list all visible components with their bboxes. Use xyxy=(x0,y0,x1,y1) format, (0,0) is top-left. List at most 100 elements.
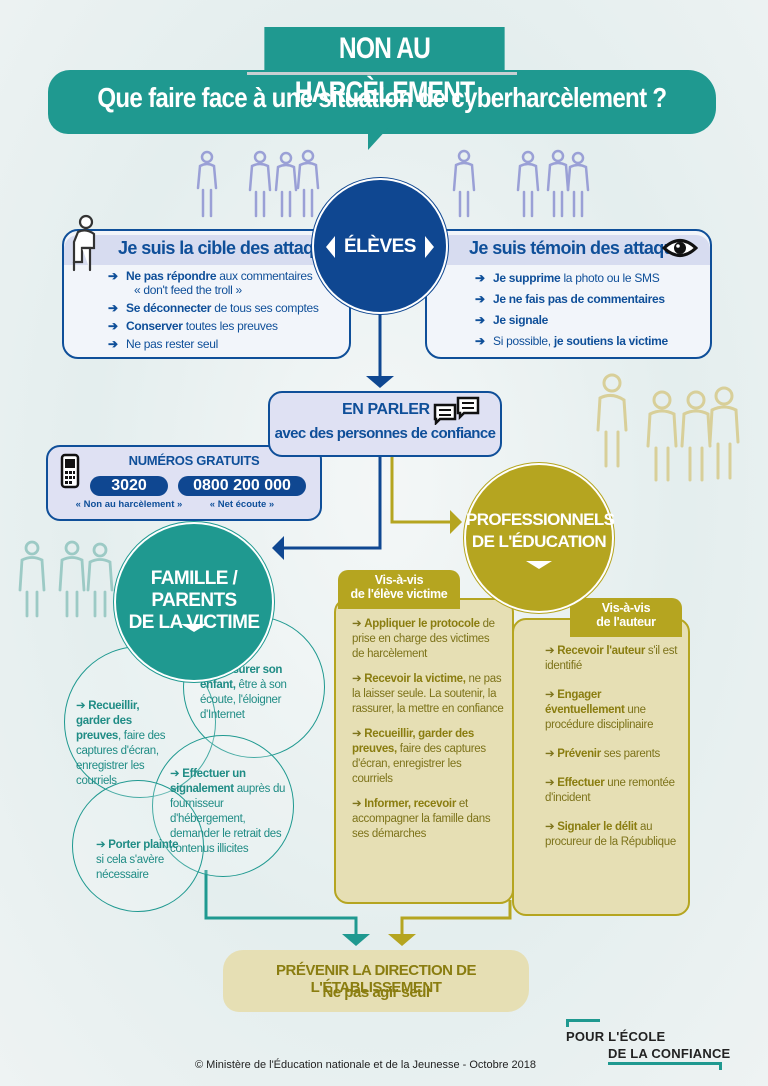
victim-actions-list: ➔ Appliquer le protocole de prise en cha… xyxy=(352,617,504,842)
target-panel-title: Je suis la cible des attaques xyxy=(118,238,343,258)
notify-direction-title: PRÉVENIR LA DIRECTION DE L'ÉTABLISSEMENT xyxy=(276,962,476,996)
talk-about-it-box: EN PARLER avec des personnes de confianc… xyxy=(268,391,502,457)
person-icon xyxy=(248,150,272,218)
list-item: ➔ Engager éventuellement une procédure d… xyxy=(545,689,654,731)
person-icon xyxy=(18,540,46,618)
witness-panel-title: Je suis témoin des attaques xyxy=(469,238,693,258)
logo-bar xyxy=(608,1062,722,1065)
list-item: ➔Je supprime la photo ou le SMS xyxy=(475,271,660,285)
person-icon xyxy=(708,386,740,480)
person-icon xyxy=(296,149,320,218)
person-icon xyxy=(596,373,628,468)
students-node: ÉLÈVES xyxy=(314,180,446,312)
mobile-phone-icon xyxy=(60,453,80,489)
family-group-icon xyxy=(18,540,114,618)
list-item: ➔Ne pas répondre aux commentaires« don't… xyxy=(108,269,313,297)
list-item: ➔ Recevoir la victime, ne pas la laisser… xyxy=(352,673,504,715)
arrow-left-icon xyxy=(326,236,335,258)
list-item: ➔Si possible, je soutiens la victime xyxy=(475,334,668,348)
copyright: © Ministère de l'Éducation nationale et … xyxy=(195,1059,537,1071)
logo-bar xyxy=(566,1019,600,1022)
family-bubble xyxy=(72,780,204,912)
arrow-icon: ➔ xyxy=(108,337,118,351)
person-icon xyxy=(566,151,590,218)
arrow-icon: ➔ xyxy=(475,292,485,306)
family-action: ➔ Effectuer un signalement auprès du fou… xyxy=(170,768,286,855)
family-action: ➔ Porter plainte si cela s'avère nécessa… xyxy=(96,839,179,881)
arrow-icon: ➔ xyxy=(545,689,555,701)
phone-number-label: « Non au harcèlement » xyxy=(75,499,183,510)
page-question: Que faire face à une situation de cyberh… xyxy=(97,82,667,113)
list-item: ➔ Recevoir l'auteur s'il est identifié xyxy=(545,645,678,672)
person-icon xyxy=(680,390,712,482)
list-item: ➔Ne pas rester seul xyxy=(108,337,218,351)
author-panel xyxy=(512,618,690,916)
arrow-icon: ➔ xyxy=(352,618,362,630)
arrow-down-icon xyxy=(181,624,207,632)
arrow-icon: ➔ xyxy=(76,700,86,712)
person-icon xyxy=(196,150,218,218)
target-panel-header xyxy=(64,235,349,265)
person-icon xyxy=(452,149,476,218)
person-icon xyxy=(646,390,678,482)
arrow-icon: ➔ xyxy=(352,728,362,740)
eye-icon xyxy=(662,239,698,257)
person-icon xyxy=(86,542,114,618)
arrow-icon: ➔ xyxy=(545,777,555,789)
chat-bubbles-icon xyxy=(433,396,480,425)
arrow-icon: ➔ xyxy=(545,748,555,760)
logo-bar xyxy=(719,1062,722,1070)
arrow-icon: ➔ xyxy=(108,319,118,333)
list-item: ➔ Effectuer une remontée d'incident xyxy=(545,777,675,804)
list-item: ➔ Signaler le délit au procureur de la R… xyxy=(545,821,676,848)
arrow-icon: ➔ xyxy=(475,271,485,285)
target-panel: Je suis la cible des attaques ➔Ne pas ré… xyxy=(62,229,351,359)
witness-panel: Je suis témoin des attaques ➔Je supprime… xyxy=(425,229,712,359)
list-item: ➔Je ne fais pas de commentaires xyxy=(475,292,665,306)
family-action: ➔ Recueillir, garder des preuves, faire … xyxy=(76,700,166,787)
logo-line2: DE LA CONFIANCE xyxy=(608,1046,731,1061)
arrow-icon: ➔ xyxy=(108,301,118,315)
author-actions-list: ➔ Recevoir l'auteur s'il est identifié ➔… xyxy=(545,644,681,850)
arrow-icon: ➔ xyxy=(545,821,555,833)
question-bubble xyxy=(48,70,716,134)
list-item: ➔ Informer, recevoir et accompagner la f… xyxy=(352,798,491,840)
arrow-icon: ➔ xyxy=(108,269,118,283)
students-label: ÉLÈVES xyxy=(344,236,416,257)
sad-person-icon xyxy=(72,214,96,272)
list-item: ➔ Prévenir ses parents xyxy=(545,748,660,760)
talk-subtitle: avec des personnes de confiance xyxy=(274,425,496,442)
logo-bar xyxy=(566,1019,569,1027)
arrow-down-icon xyxy=(526,561,552,569)
notify-direction-box: PRÉVENIR LA DIRECTION DE L'ÉTABLISSEMENT… xyxy=(223,950,529,1012)
free-numbers-title: NUMÉROS GRATUITS xyxy=(128,453,260,468)
list-item: ➔ Appliquer le protocole de prise en cha… xyxy=(352,618,495,660)
phone-number-net-ecoute[interactable]: 0800 200 000 xyxy=(178,476,306,496)
arrow-right-icon xyxy=(425,236,434,258)
arrow-icon: ➔ xyxy=(352,798,362,810)
students-group-icon xyxy=(452,149,590,218)
witness-actions-list: ➔Je supprime la photo ou le SMS ➔Je ne f… xyxy=(475,271,705,352)
target-actions-list: ➔Ne pas répondre aux commentaires« don't… xyxy=(108,269,343,355)
title-underline xyxy=(247,72,517,75)
person-icon xyxy=(546,149,570,218)
list-item: ➔Je signale xyxy=(475,313,549,327)
witness-panel-header xyxy=(427,235,710,265)
list-item: ➔Se déconnecter de tous ses comptes xyxy=(108,301,319,315)
family-action: ➔ Rassurer son enfant, être à son écoute… xyxy=(200,664,287,721)
arrow-icon: ➔ xyxy=(545,645,555,657)
talk-title: EN PARLER xyxy=(342,401,430,418)
arrow-icon: ➔ xyxy=(170,768,180,780)
person-icon xyxy=(58,540,86,618)
phone-number-label: « Net écoute » xyxy=(209,499,275,510)
phone-number-3020[interactable]: 3020 xyxy=(90,476,168,496)
person-icon xyxy=(274,151,298,218)
free-numbers-panel: NUMÉROS GRATUITS 3020 0800 200 000 « Non… xyxy=(46,445,322,521)
